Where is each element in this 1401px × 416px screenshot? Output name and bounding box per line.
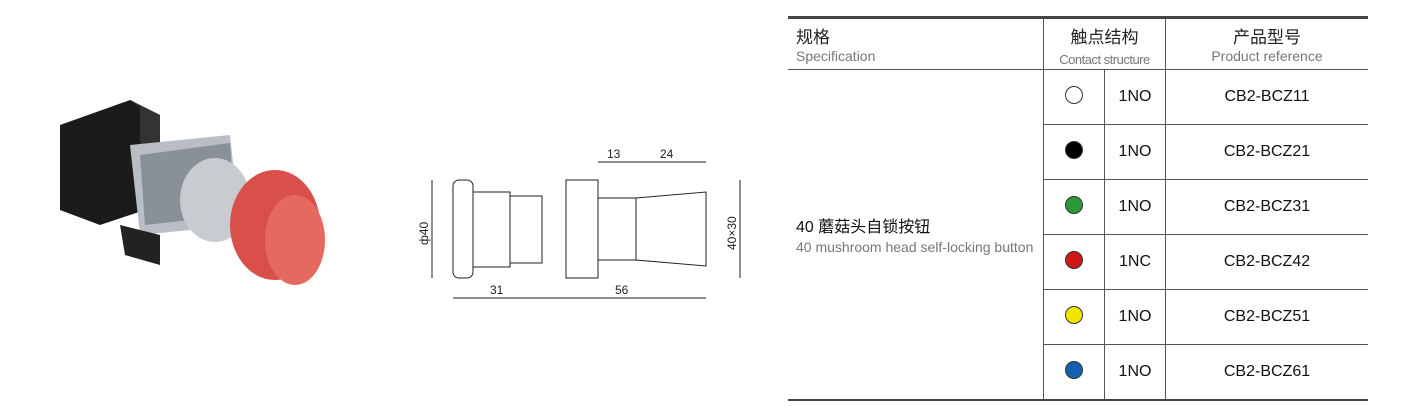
contact-type: 1NO (1104, 289, 1166, 345)
color-dot-blue (1065, 360, 1083, 379)
color-dot-white (1065, 85, 1083, 104)
color-dot-red (1065, 250, 1083, 269)
product-reference: CB2-BCZ42 (1165, 234, 1368, 290)
table-row: 1NC CB2-BCZ42 (788, 234, 1368, 290)
header-ref-zh: 产品型号 (1233, 28, 1301, 47)
product-photo (60, 100, 325, 285)
spec-title: 40 蘑菇头自锁按钮 (796, 218, 931, 236)
dim-24: 24 (660, 147, 674, 161)
dim-40x30: 40×30 (725, 216, 739, 250)
table-row: 1NO CB2-BCZ51 (788, 289, 1368, 345)
spec-description: 40 mushroom head self-locking button (796, 238, 1034, 255)
dim-phi40: ф40 (417, 221, 431, 245)
contact-type: 1NO (1104, 124, 1166, 180)
header-spec-en: Specification (796, 48, 876, 64)
product-reference: CB2-BCZ51 (1165, 289, 1368, 345)
header-ref-en: Product reference (1211, 48, 1323, 64)
contact-type: 1NO (1104, 69, 1166, 125)
dimension-drawing: 13 24 31 56 ф40 40×30 (417, 147, 741, 299)
dim-13: 13 (607, 147, 621, 161)
header-contact-en: Contact structure (1059, 52, 1150, 67)
contact-type: 1NO (1104, 344, 1166, 401)
table-row: 40 蘑菇头自锁按钮 40 mushroom head self-locking… (788, 69, 1368, 401)
table-header: 规格 Specification 触点结构 Contact structure … (788, 16, 1368, 70)
product-reference: CB2-BCZ31 (1165, 179, 1368, 235)
product-reference: CB2-BCZ21 (1165, 124, 1368, 180)
color-dot-yellow (1065, 305, 1083, 324)
color-dot-green (1065, 195, 1083, 214)
contact-type: 1NO (1104, 179, 1166, 235)
contact-type: 1NC (1104, 234, 1166, 290)
table-row: 1NO CB2-BCZ61 (788, 344, 1368, 401)
table-row: 1NO CB2-BCZ31 (788, 179, 1368, 235)
color-dot-black (1065, 140, 1083, 159)
header-spec-zh: 规格 (796, 28, 830, 47)
header-contact-zh: 触点结构 (1070, 28, 1139, 47)
table-row: 1NO CB2-BCZ21 (788, 124, 1368, 180)
dim-31: 31 (490, 283, 504, 297)
product-reference: CB2-BCZ11 (1165, 69, 1368, 125)
spec-table: 规格 Specification 触点结构 Contact structure … (788, 16, 1368, 401)
product-reference: CB2-BCZ61 (1165, 344, 1368, 401)
dim-56: 56 (615, 283, 629, 297)
